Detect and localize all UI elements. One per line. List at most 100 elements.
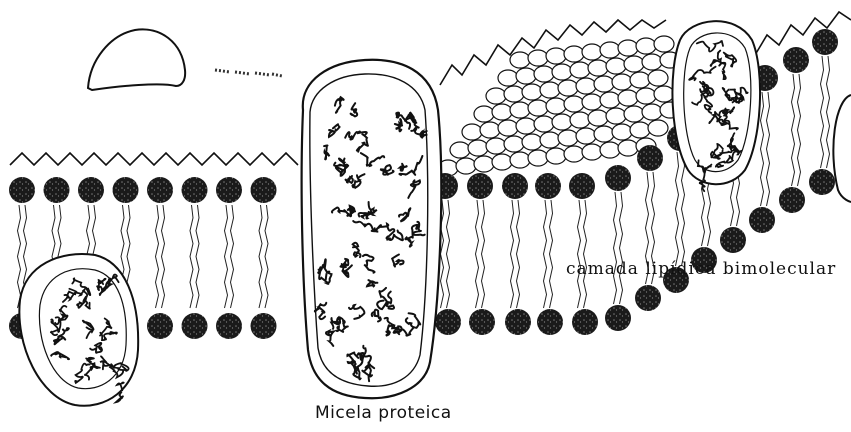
surface-scale [522, 84, 542, 100]
lipid-tail [761, 92, 764, 206]
surface-scale [528, 50, 548, 66]
surface-scale [630, 72, 650, 88]
surface-scale [540, 82, 560, 98]
dash-marks [215, 70, 282, 76]
surface-scale [504, 136, 524, 152]
lipid-head [9, 177, 35, 203]
surface-scale [558, 130, 578, 146]
lipid-tail [162, 205, 165, 308]
lipid-tail [196, 205, 199, 308]
surface-scale [486, 88, 506, 104]
lipid-tail [827, 56, 830, 168]
lipid-head [749, 207, 775, 233]
lipid-head [182, 177, 208, 203]
lipid-tail [18, 205, 21, 308]
surface-scale [510, 52, 530, 68]
lipid-head [779, 187, 805, 213]
lipid-head [469, 309, 495, 335]
lipid-head [605, 165, 631, 191]
lipid-tail [511, 200, 514, 308]
lipid-head [783, 47, 809, 73]
surface-scale [516, 68, 536, 84]
lipid-head [182, 313, 208, 339]
lipid-tail [792, 74, 795, 186]
surface-scale [522, 134, 542, 150]
lipid-head [537, 309, 563, 335]
surface-scale [642, 104, 662, 120]
lipid-head [216, 177, 242, 203]
lipid-head [44, 177, 70, 203]
lipid-head [635, 285, 661, 311]
surface-scale [552, 114, 572, 130]
surface-scale [648, 70, 668, 86]
surface-scale [552, 64, 572, 80]
surface-scale [600, 92, 620, 108]
surface-scale [450, 142, 470, 158]
lipid-tail [265, 205, 268, 308]
surface-scale [564, 146, 584, 162]
lipid-head [251, 313, 277, 339]
surface-scale [618, 140, 638, 156]
surface-zigzag-left [10, 153, 298, 165]
globular-protein-top [88, 29, 185, 90]
surface-scale [546, 148, 566, 164]
surface-scale [636, 88, 656, 104]
surface-scale [654, 36, 674, 52]
lipid-tail [550, 200, 553, 308]
surface-scale [576, 128, 596, 144]
surface-scale [546, 48, 566, 64]
lipid-head [605, 305, 631, 331]
lipid-head [535, 173, 561, 199]
surface-scale [528, 150, 548, 166]
surface-scale [492, 104, 512, 120]
surface-scale [594, 126, 614, 142]
lipid-head [251, 177, 277, 203]
surface-scale [564, 46, 584, 62]
lipid-tail [544, 200, 547, 308]
surface-scale [582, 144, 602, 160]
surface-scale [570, 112, 590, 128]
lipid-tail [259, 205, 262, 308]
lipid-head [502, 173, 528, 199]
surface-scale [504, 86, 524, 102]
surface-scale [618, 90, 638, 106]
lipid-tail [578, 200, 581, 308]
lipid-tail [225, 205, 228, 308]
lipid-head [147, 313, 173, 339]
lipid-tail [620, 192, 623, 304]
surface-scale [654, 86, 674, 102]
lipid-tail [767, 92, 770, 206]
surface-scale [630, 122, 650, 138]
surface-scale [612, 74, 632, 90]
surface-scale [474, 106, 494, 122]
surface-scale [498, 70, 518, 86]
surface-scale [642, 54, 662, 70]
surface-scale [648, 120, 668, 136]
surface-scale [600, 142, 620, 158]
surface-scale [540, 132, 560, 148]
surface-scale [582, 44, 602, 60]
lipid-tail [156, 205, 159, 308]
lipid-head [720, 227, 746, 253]
surface-scale [498, 120, 518, 136]
surface-scale [564, 96, 584, 112]
protein-micelle-edge [833, 95, 851, 202]
protein-micelle-right [672, 21, 760, 191]
surface-scale [528, 100, 548, 116]
surface-scale [462, 124, 482, 140]
lipid-tail [682, 152, 685, 266]
surface-scale [468, 140, 488, 156]
lipid-tail [231, 205, 234, 308]
surface-scale [480, 122, 500, 138]
surface-scale [606, 58, 626, 74]
protein-micelle-center [302, 60, 442, 398]
bilayer-label: camada lipídica bimolecular [566, 259, 836, 279]
lipid-head [147, 177, 173, 203]
lipid-tail [517, 200, 520, 308]
lipid-head [467, 173, 493, 199]
surface-scale [486, 138, 506, 154]
surface-scale [576, 78, 596, 94]
surface-scale [456, 158, 476, 174]
lipid-head [812, 29, 838, 55]
